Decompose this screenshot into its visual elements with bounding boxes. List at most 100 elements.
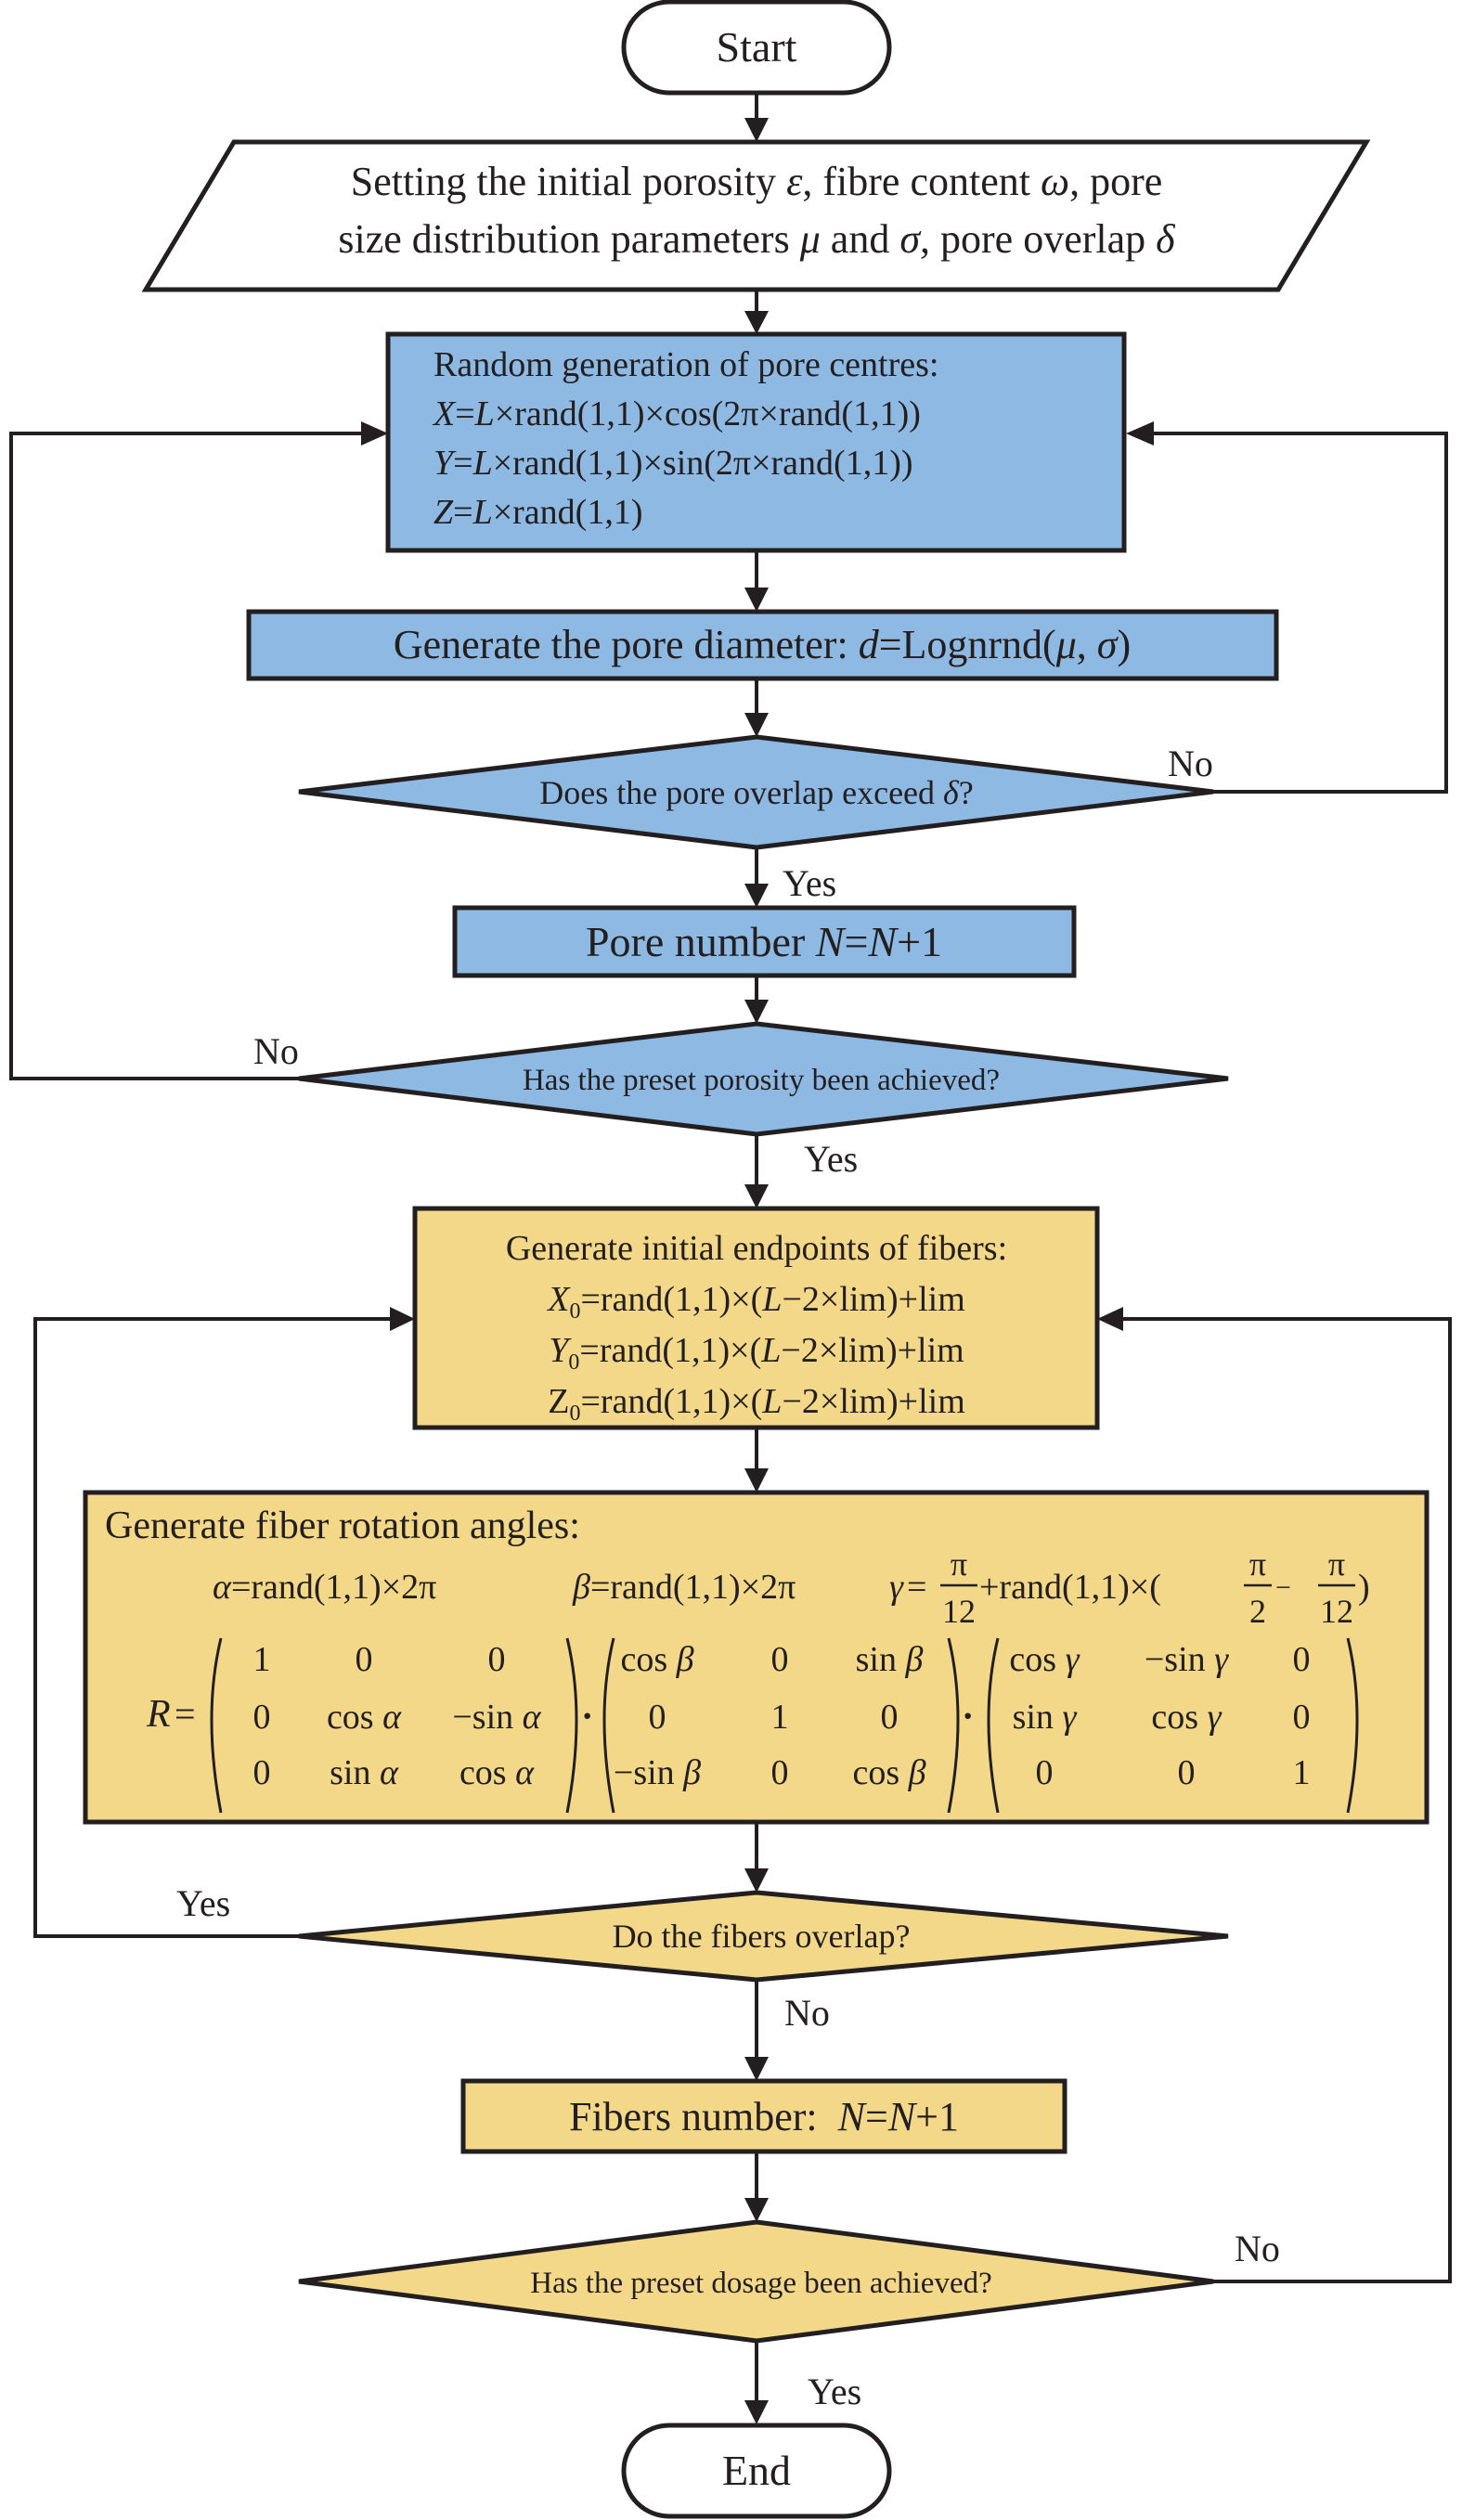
- arrowhead: [744, 2198, 769, 2222]
- arrowhead: [744, 2057, 769, 2081]
- arrowhead: [744, 2400, 769, 2424]
- beta-equation: β=rand(1,1)×2π: [572, 1568, 796, 1607]
- pore-diameter-label: Generate the pore diameter: d=Lognrnd(μ,…: [394, 622, 1131, 667]
- decision-dosage[interactable]: Has the preset dosage been achieved?: [298, 2219, 1214, 2344]
- arrowhead: [1126, 421, 1154, 446]
- arrowhead: [361, 421, 388, 446]
- matrix-cell: 1: [253, 1640, 271, 1679]
- arrowhead: [1097, 1307, 1123, 1331]
- matrix-cell: −sin β: [614, 1753, 701, 1792]
- pore-diameter-box: [246, 609, 1279, 681]
- matrix-cell: sin γ: [1013, 1698, 1078, 1737]
- gamma-minus: −: [1275, 1572, 1291, 1603]
- fiber-endpoints-box: [412, 1206, 1100, 1430]
- arrowhead: [744, 588, 769, 612]
- fiber-endpoints-title: Generate initial endpoints of fibers:: [506, 1229, 1007, 1268]
- matrix-cell: −sin α: [452, 1698, 541, 1737]
- matrix-cell: 0: [881, 1698, 899, 1737]
- end-label: End: [722, 2447, 791, 2494]
- pore-centre-y-equation: Y=L×rand(1,1)×sin(2π×rand(1,1)): [433, 444, 913, 483]
- connectors: [9, 93, 1452, 2424]
- matrix-cell: 1: [1293, 1753, 1311, 1792]
- matrix-cell: cos γ: [1151, 1698, 1222, 1737]
- overlap-no-label: No: [1168, 743, 1213, 784]
- porosity-yes-label: Yes: [804, 1138, 858, 1180]
- fraction-numerator: π: [951, 1545, 967, 1583]
- decision-porosity-shape: [298, 1021, 1229, 1137]
- matrix-cell: sin α: [330, 1753, 399, 1792]
- matrix-cell: 0: [1293, 1698, 1311, 1737]
- decision-porosity[interactable]: Has the preset porosity been achieved?: [298, 1021, 1229, 1137]
- pore-centres-title: Random generation of pore centres:: [433, 345, 938, 384]
- input-line-2: size distribution parameters μ and σ, po…: [338, 216, 1176, 262]
- matrix-left-paren: [602, 1637, 615, 1814]
- decision-pore-overlap[interactable]: Does the pore overlap exceed δ?: [298, 734, 1214, 850]
- connector-overlap-no-loop: [1151, 432, 1448, 794]
- pore-number-label: Pore number N=N+1: [586, 918, 942, 965]
- fraction-numerator: π: [1249, 1545, 1266, 1583]
- matrix-cell: 0: [1293, 1640, 1311, 1679]
- matrix-cell: cos β: [620, 1640, 693, 1679]
- matrix-cell: −sin γ: [1145, 1640, 1229, 1679]
- start-terminal[interactable]: Start: [621, 0, 892, 96]
- matrix-right-paren: [947, 1637, 960, 1814]
- decision-dosage-shape: [298, 2219, 1214, 2344]
- decision-porosity-label: Has the preset porosity been achieved?: [523, 1064, 1000, 1097]
- matrix-cell: cos β: [852, 1753, 925, 1792]
- end-terminal[interactable]: End: [621, 2423, 892, 2519]
- decision-fibers-shape: [298, 1890, 1229, 1983]
- porosity-no-label: No: [253, 1030, 299, 1072]
- arrowhead: [744, 713, 769, 737]
- connector-porosity-no-loop: [9, 432, 364, 1080]
- fiber-endpoint-z0-equation: Z0=rand(1,1)×(L−2×lim)+lim: [548, 1382, 965, 1426]
- fiber-number-process[interactable]: Fibers number: N=N+1: [460, 2078, 1067, 2154]
- start-label: Start: [717, 23, 797, 71]
- gamma-close-paren: ): [1358, 1568, 1370, 1607]
- matrix-cell: 0: [488, 1640, 506, 1679]
- gamma-symbol: γ: [889, 1568, 904, 1607]
- arrowhead: [390, 1307, 415, 1331]
- matrix-cell: cos α: [459, 1753, 535, 1792]
- fiber-endpoint-y0-equation: Y0=rand(1,1)×(L−2×lim)+lim: [549, 1331, 964, 1375]
- input-shape: [141, 139, 1371, 292]
- arrowhead: [744, 884, 769, 908]
- pore-diameter-process[interactable]: Generate the pore diameter: d=Lognrnd(μ,…: [246, 609, 1279, 681]
- pore-number-process[interactable]: Pore number N=N+1: [452, 905, 1077, 978]
- input-parameters[interactable]: Setting the initial porosity ε, fibre co…: [141, 139, 1371, 292]
- fraction-numerator: π: [1328, 1545, 1345, 1583]
- start-shape: [621, 0, 892, 96]
- rotation-matrix-symbol: R: [146, 1693, 171, 1736]
- decision-fibers-overlap[interactable]: Do the fibers overlap?: [298, 1890, 1229, 1983]
- matrix-cell: 0: [356, 1640, 373, 1679]
- decision-overlap-label: Does the pore overlap exceed δ?: [539, 774, 974, 811]
- fiber-rotation-process[interactable]: Generate fiber rotation angles: α=rand(1…: [83, 1490, 1430, 1825]
- matrix-cell: cos γ: [1009, 1640, 1080, 1679]
- matrix-cell: 0: [771, 1640, 789, 1679]
- arrowhead: [744, 1184, 769, 1208]
- end-shape: [621, 2423, 892, 2519]
- matrix-right-paren: [1346, 1637, 1359, 1814]
- fiber-rotation-box: [83, 1490, 1430, 1825]
- alpha-equation: α=rand(1,1)×2π: [213, 1568, 436, 1607]
- arrowhead: [744, 1868, 769, 1893]
- matrix-left-paren: [987, 1637, 1000, 1814]
- matrix-cell: 0: [649, 1698, 666, 1737]
- matrix-cell: 0: [253, 1753, 271, 1792]
- arrowhead: [744, 311, 769, 334]
- matrix-cell: 1: [771, 1698, 789, 1737]
- dosage-no-label: No: [1235, 2228, 1280, 2269]
- matrix-cell: 0: [1178, 1753, 1196, 1792]
- fraction-denominator: 12: [942, 1593, 976, 1630]
- fiber-number-label: Fibers number: N=N+1: [569, 2094, 959, 2139]
- gamma-rand-term: +rand(1,1)×(: [979, 1568, 1161, 1607]
- matrix-cell: cos α: [327, 1698, 402, 1737]
- decision-fibers-label: Do the fibers overlap?: [613, 1918, 911, 1955]
- overlap-yes-label: Yes: [783, 862, 836, 904]
- rotation-matrix-equals: =: [175, 1693, 196, 1735]
- fiber-endpoints-process[interactable]: Generate initial endpoints of fibers: X0…: [412, 1206, 1100, 1430]
- pore-centres-process[interactable]: Random generation of pore centres: X=L×r…: [385, 331, 1127, 553]
- fibers-no-label: No: [784, 1992, 830, 2034]
- arrowhead: [744, 118, 769, 142]
